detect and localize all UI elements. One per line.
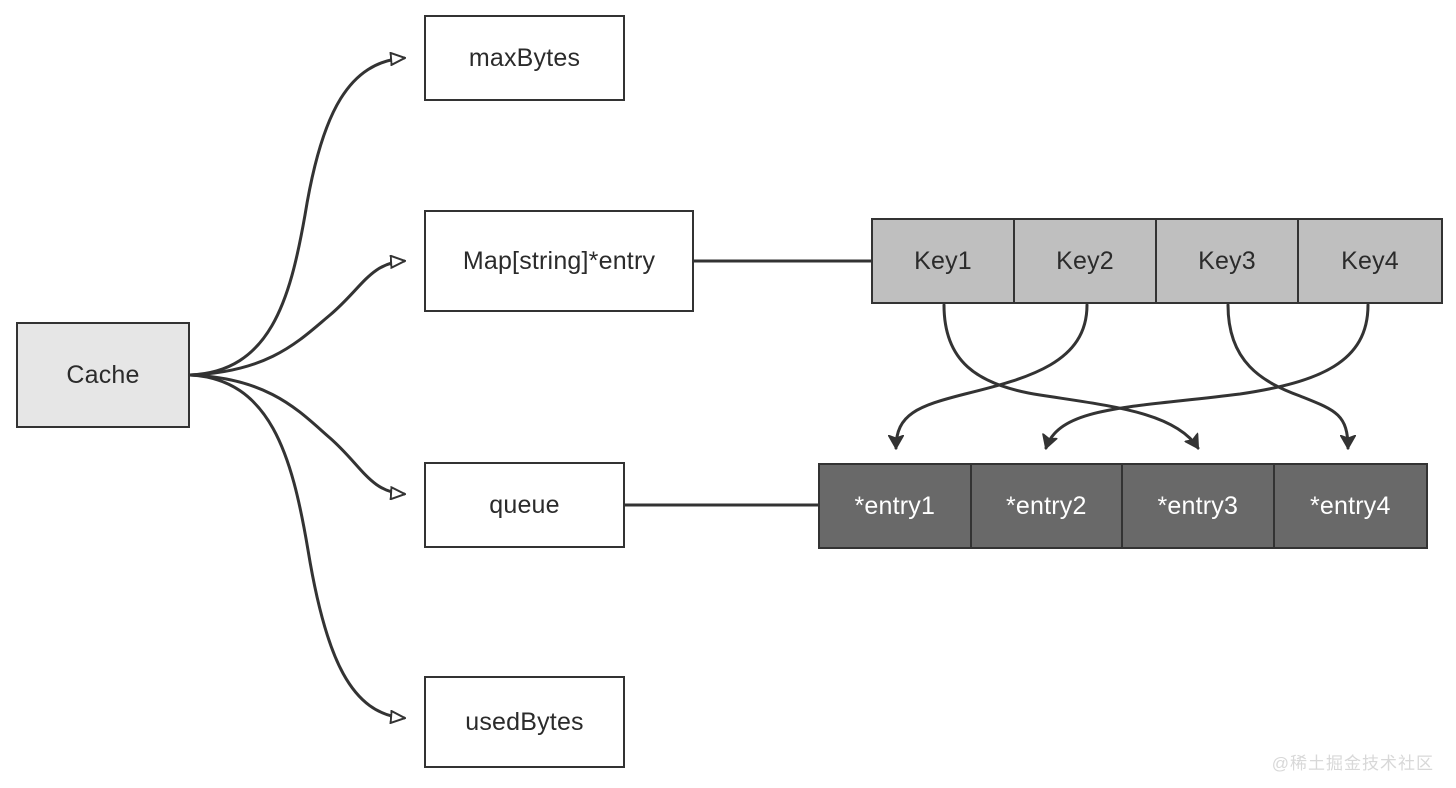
edge-key2-to-entry1	[896, 303, 1089, 448]
node-cache-label: Cache	[66, 360, 140, 389]
entry-row: *entry1 *entry2 *entry3 *entry4	[818, 463, 1428, 549]
key-cell-label: Key1	[914, 246, 972, 275]
watermark: @稀土掘金技术社区	[1271, 754, 1434, 773]
node-usedbytes-label: usedBytes	[465, 707, 584, 736]
key-cell-label: Key3	[1198, 246, 1256, 275]
node-maxbytes[interactable]: maxBytes	[424, 15, 625, 101]
key-cell[interactable]: Key3	[1157, 220, 1299, 302]
entry-cell-label: *entry2	[1005, 491, 1087, 520]
node-queue-label: queue	[489, 490, 560, 519]
key-cell[interactable]: Key1	[873, 220, 1015, 302]
key-cell[interactable]: Key4	[1299, 220, 1441, 302]
entry-cell[interactable]: *entry4	[1274, 465, 1426, 547]
key-cell-label: Key4	[1341, 246, 1399, 275]
edge-key3-to-entry4	[1226, 303, 1348, 448]
edge-cache-to-queue	[188, 373, 404, 494]
node-maxbytes-label: maxBytes	[468, 43, 581, 72]
edge-cache-to-usedbytes	[188, 373, 404, 718]
entry-cell[interactable]: *entry2	[971, 465, 1123, 547]
edge-key4-to-entry2	[1046, 303, 1370, 448]
node-cache[interactable]: Cache	[16, 322, 190, 428]
key-row: Key1 Key2 Key3 Key4	[871, 218, 1443, 304]
node-usedbytes[interactable]: usedBytes	[424, 676, 625, 768]
entry-cell[interactable]: *entry1	[820, 465, 972, 547]
entry-cell[interactable]: *entry3	[1123, 465, 1275, 547]
node-map-label: Map[string]*entry	[462, 246, 656, 275]
entry-cell-label: *entry4	[1309, 491, 1391, 520]
node-map-string-entry[interactable]: Map[string]*entry	[424, 210, 694, 312]
key-cell-label: Key2	[1056, 246, 1114, 275]
edge-cache-to-map	[188, 261, 404, 377]
node-queue[interactable]: queue	[424, 462, 625, 548]
edge-key1-to-entry3	[942, 303, 1200, 448]
edge-cache-to-maxbytes	[188, 58, 404, 377]
key-cell[interactable]: Key2	[1015, 220, 1157, 302]
entry-cell-label: *entry1	[854, 491, 936, 520]
entry-cell-label: *entry3	[1157, 491, 1239, 520]
